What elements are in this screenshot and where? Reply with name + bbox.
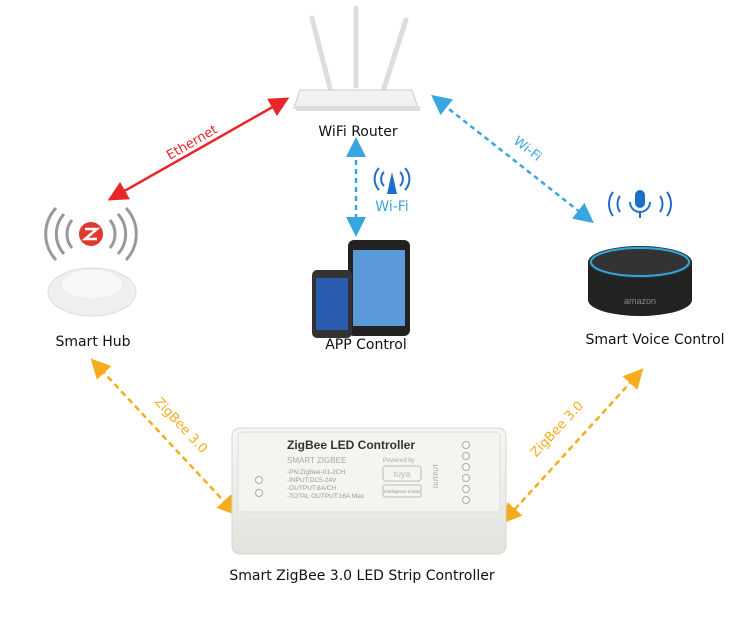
ethernet-label: Ethernet — [164, 122, 220, 163]
wifi-router-image — [293, 5, 420, 111]
controller-label: Smart ZigBee 3.0 LED Strip Controller — [229, 568, 495, 584]
device-spec: -PN:ZigBee-01-2CH — [287, 469, 345, 476]
device-spec: -OUTPUT:8A/CH — [287, 485, 336, 492]
smart-hub-label: Smart Hub — [55, 334, 130, 350]
tuya-logo: tuya — [393, 469, 410, 479]
device-spec: -TOTAL OUTPUT:16A Max — [287, 493, 365, 500]
zigbee-hub-label: ZigBee 3.0 — [151, 395, 210, 457]
voice-control-label: Smart Voice Control — [585, 332, 724, 348]
led-controller-image: ZigBee LED Controller SMART ZIGBEE -PN:Z… — [231, 427, 507, 555]
echo-brand: amazon — [624, 296, 656, 306]
powered-by: Powered by — [383, 458, 415, 464]
zigbee-voice-arrow — [501, 368, 644, 524]
app-control-label: APP Control — [325, 337, 407, 353]
wifi-app-label: Wi-Fi — [375, 199, 408, 215]
ethernet-arrow — [107, 97, 290, 201]
smart-hub-image — [44, 206, 138, 317]
device-title: ZigBee LED Controller — [287, 438, 415, 452]
zigbee-signal-icon — [44, 206, 138, 262]
output-label: OUTPUT — [434, 463, 440, 488]
app-control-phones-image — [312, 240, 410, 338]
wifi-voice-arrow — [431, 94, 594, 224]
wifi-signal-icon — [373, 167, 411, 194]
zigbee-hub-arrow — [90, 358, 238, 516]
microphone-icon — [608, 190, 672, 218]
device-spec: -INPUT:DC5-24V — [287, 477, 337, 484]
zigbee-voice-label: ZigBee 3.0 — [528, 399, 587, 461]
smart-speaker-image: amazon — [588, 190, 692, 316]
device-subtitle: SMART ZIGBEE — [287, 456, 346, 465]
intelligence-badge: Intelligence Inside — [384, 489, 421, 494]
router-label: WiFi Router — [318, 124, 397, 140]
